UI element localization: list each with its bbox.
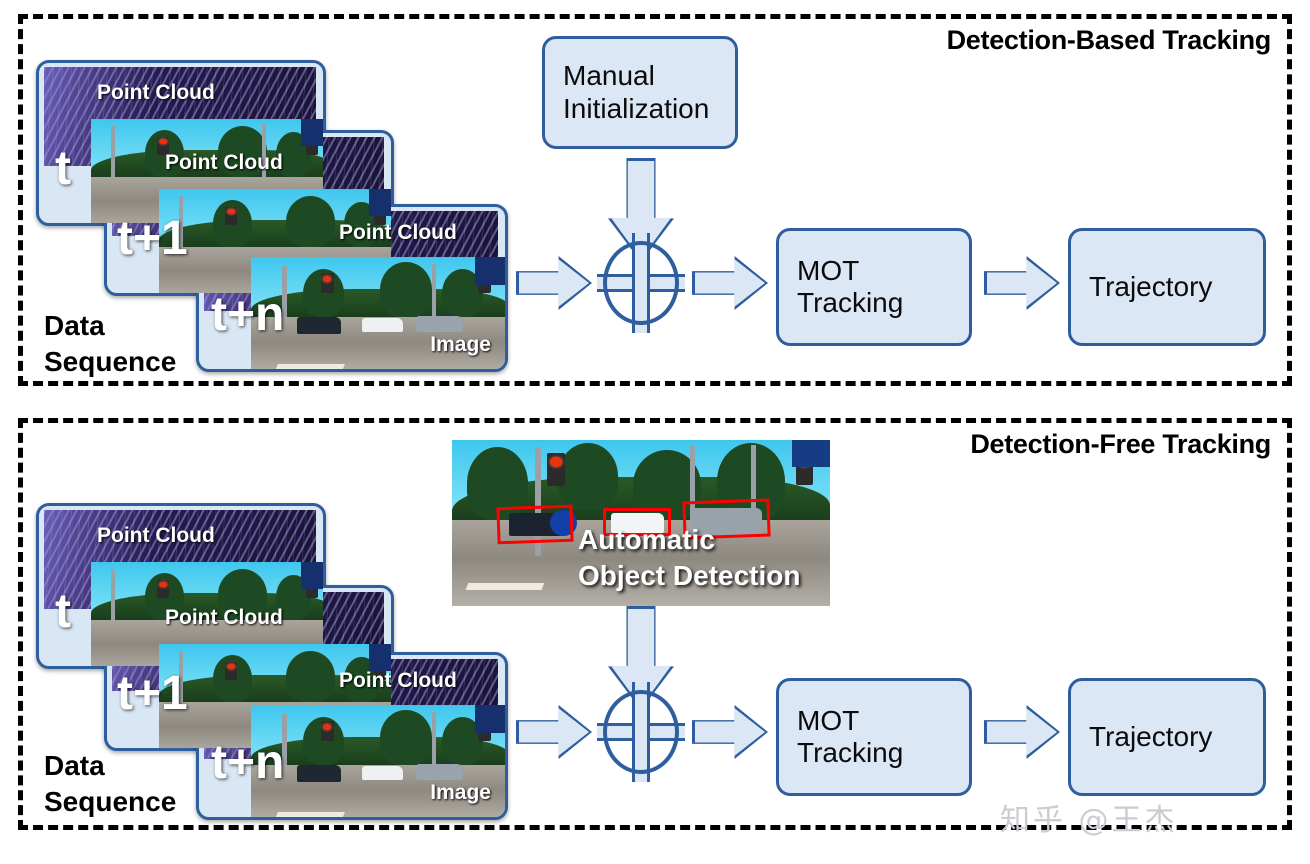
pole (535, 446, 542, 557)
image-label: Image (430, 781, 491, 804)
car (297, 765, 342, 782)
trajectory-box-bottom[interactable]: Trajectory (1068, 678, 1266, 796)
manual-initialization-box[interactable]: Manual Initialization (542, 36, 738, 149)
pole (281, 714, 287, 782)
road-sign (475, 705, 505, 733)
frame-card-t-plus-n: Point Cloud t+n Image (196, 204, 508, 372)
automatic-object-detection-image[interactable]: Automatic Object Detection (452, 440, 830, 606)
car-silver (690, 508, 762, 535)
tree-icon (380, 261, 432, 318)
traffic-light-icon (224, 661, 238, 680)
panel-title-detection-based: Detection-Based Tracking (946, 25, 1272, 55)
tree-icon (217, 125, 267, 178)
point-cloud-label: Point Cloud (97, 524, 215, 547)
car (361, 766, 404, 781)
frame-card-t: Point Cloud t (36, 60, 326, 226)
road-sign (368, 644, 391, 671)
car (297, 317, 342, 334)
pole (178, 650, 184, 718)
detection-caption-line1: Automatic (578, 524, 715, 555)
point-cloud-label: Point Cloud (165, 151, 283, 174)
car (361, 318, 404, 333)
point-cloud-label: Point Cloud (339, 669, 457, 692)
point-cloud-label: Point Cloud (339, 221, 457, 244)
road-marking (465, 582, 545, 590)
car-dark (508, 513, 562, 537)
road-sign (368, 189, 391, 216)
pole (178, 195, 184, 263)
pole (690, 444, 696, 542)
panel-detection-based: Detection-Based Tracking (18, 14, 1292, 386)
frame-time-label: t+1 (117, 667, 188, 720)
pole (431, 711, 436, 775)
frame-card-t-bottom: Point Cloud t (36, 503, 326, 669)
tree-icon (380, 709, 432, 766)
pole (281, 266, 287, 334)
car (416, 316, 463, 333)
traffic-light-icon (546, 453, 566, 487)
pole (750, 444, 756, 538)
trajectory-box-top[interactable]: Trajectory (1068, 228, 1266, 346)
watermark: 知乎 @王杰 (1000, 803, 1178, 838)
road-sign (792, 440, 830, 467)
detection-bbox (496, 505, 574, 545)
road-sign (300, 562, 323, 589)
panel-title-detection-free: Detection-Free Tracking (970, 429, 1271, 459)
scene-photo (251, 705, 505, 817)
tree-icon (467, 446, 528, 520)
frame-time-label: t+n (211, 736, 285, 789)
mot-tracking-box-top[interactable]: MOT Tracking (776, 228, 972, 346)
road-marking (275, 363, 345, 369)
traffic-light-icon (156, 579, 170, 598)
tree-icon (557, 443, 619, 510)
traffic-light-icon (320, 721, 334, 741)
pole (110, 568, 116, 636)
plus-circle-icon (603, 690, 679, 774)
plus-circle-icon (603, 241, 679, 325)
data-sequence-label-top: Data Sequence (44, 310, 177, 377)
frame-time-label: t+1 (117, 212, 188, 265)
mot-tracking-box-bottom[interactable]: MOT Tracking (776, 678, 972, 796)
fusion-node-top (597, 233, 685, 333)
frame-time-label: t (55, 142, 71, 195)
car (416, 764, 463, 781)
tree-icon (285, 650, 335, 703)
frame-time-label: t (55, 585, 71, 638)
data-sequence-label-bottom: Data Sequence (44, 750, 177, 817)
point-cloud-label: Point Cloud (97, 81, 215, 104)
road-sign (300, 119, 323, 146)
pole (261, 123, 266, 187)
road-marking (275, 811, 345, 817)
point-cloud-label: Point Cloud (165, 606, 283, 629)
blue-road-sign (550, 509, 577, 537)
frame-time-label: t+n (211, 288, 285, 341)
image-label: Image (430, 333, 491, 356)
pole (431, 263, 436, 327)
detection-caption-line2: Object Detection (578, 560, 801, 591)
panel-detection-free: Detection-Free Tracking (18, 418, 1292, 830)
road-sign (475, 257, 505, 285)
car-white (610, 513, 664, 533)
traffic-light-icon (224, 206, 238, 225)
traffic-light-icon (156, 136, 170, 155)
tree-icon (217, 568, 267, 621)
traffic-light-icon (320, 273, 334, 293)
detection-bbox (603, 508, 672, 537)
tree-icon (285, 195, 335, 248)
fusion-node-bottom (597, 682, 685, 782)
scene-photo (251, 257, 505, 369)
pole (110, 125, 116, 193)
